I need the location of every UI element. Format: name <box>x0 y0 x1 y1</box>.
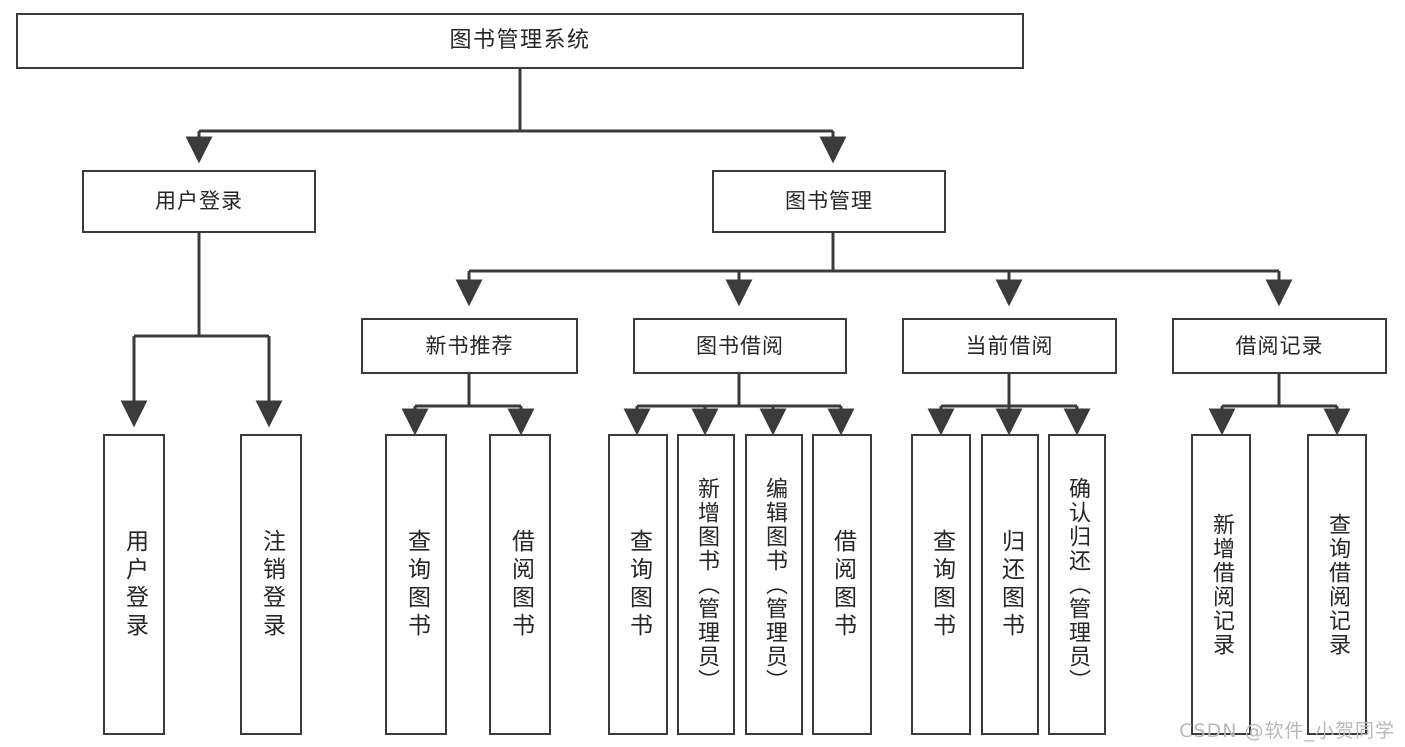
node-label: 归还图书 <box>997 528 1024 641</box>
node-label: 借阅图书 <box>507 528 534 641</box>
node-root-system[interactable]: 图书管理系统 <box>16 13 1024 69</box>
node-borrow-record[interactable]: 借阅记录 <box>1172 318 1387 374</box>
leaf-new-book-query[interactable]: 查询图书 <box>385 434 447 735</box>
node-label: 借阅记录 <box>1235 333 1324 358</box>
leaf-current-return-book[interactable]: 归还图书 <box>981 434 1039 735</box>
leaf-borrow-borrow-book[interactable]: 借阅图书 <box>812 434 872 735</box>
leaf-borrow-add-book-admin[interactable]: 新增图书（管理员） <box>677 434 735 735</box>
node-label: 当前借阅 <box>965 333 1054 358</box>
node-label: 图书管理系统 <box>449 28 591 54</box>
node-label: 图书管理 <box>785 189 873 214</box>
node-label: 查询图书 <box>403 528 430 641</box>
node-label: 新增借阅记录 <box>1209 512 1234 657</box>
leaf-current-confirm-return-admin[interactable]: 确认归还（管理员） <box>1048 434 1106 735</box>
leaf-borrow-edit-book-admin[interactable]: 编辑图书（管理员） <box>745 434 803 735</box>
leaf-record-add-record[interactable]: 新增借阅记录 <box>1191 434 1251 735</box>
node-label: 编辑图书（管理员） <box>762 476 787 693</box>
node-label: 图书借阅 <box>696 333 784 358</box>
leaf-new-book-borrow[interactable]: 借阅图书 <box>489 434 551 735</box>
node-book-borrow[interactable]: 图书借阅 <box>633 318 847 374</box>
watermark-text: CSDN @软件_小贺同学 <box>1179 720 1395 742</box>
node-label: 查询图书 <box>928 528 955 641</box>
node-user-login[interactable]: 用户登录 <box>82 170 316 233</box>
node-label: 查询借阅记录 <box>1325 512 1350 657</box>
leaf-user-login-logout[interactable]: 注销登录 <box>240 434 302 735</box>
leaf-current-query-book[interactable]: 查询图书 <box>911 434 971 735</box>
leaf-record-query-record[interactable]: 查询借阅记录 <box>1307 434 1367 735</box>
leaf-borrow-query-book[interactable]: 查询图书 <box>608 434 668 735</box>
node-label: 注销登录 <box>258 528 285 641</box>
node-label: 用户登录 <box>121 528 148 641</box>
leaf-user-login-login[interactable]: 用户登录 <box>103 434 165 735</box>
node-new-book-recommend[interactable]: 新书推荐 <box>361 318 578 374</box>
node-current-borrow[interactable]: 当前借阅 <box>902 318 1117 374</box>
node-book-management[interactable]: 图书管理 <box>712 170 946 233</box>
node-label: 查询图书 <box>625 528 652 641</box>
node-label: 新增图书（管理员） <box>694 476 719 693</box>
node-label: 确认归还（管理员） <box>1065 476 1090 693</box>
node-label: 新书推荐 <box>425 333 514 358</box>
node-label: 用户登录 <box>155 189 243 214</box>
node-label: 借阅图书 <box>829 528 856 641</box>
